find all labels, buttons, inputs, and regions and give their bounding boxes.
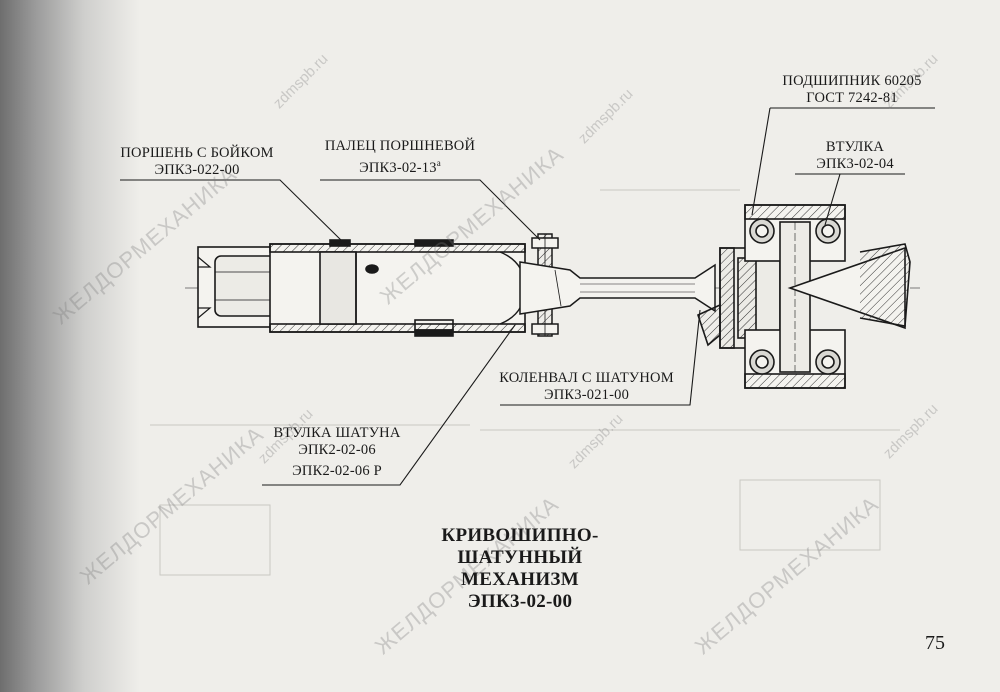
label-piston-pin: ПАЛЕЦ ПОРШНЕВОЙ ЭПК3-02-13а <box>315 138 485 177</box>
diagram-title: КРИВОШИПНО- ШАТУННЫЙ МЕХАНИЗМ ЭПК3-02-00 <box>400 525 640 613</box>
label-sleeve: ВТУЛКА ЭПК3-02-04 <box>800 139 910 173</box>
leader-lines <box>120 107 935 486</box>
label-rod-sleeve: ВТУЛКА ШАТУНА ЭПК2-02-06 ЭПК2-02-06 Р <box>262 425 412 480</box>
rod-sleeve-code1: ЭПК2-02-06 <box>298 442 376 458</box>
title-line2: ШАТУННЫЙ <box>457 547 583 568</box>
piston-code: ЭПК3-022-00 <box>154 162 240 178</box>
connecting-rod <box>519 261 716 315</box>
crank-name: КОЛЕНВАЛ С ШАТУНОМ <box>499 370 674 386</box>
crank-assembly <box>697 204 911 389</box>
rod-sleeve-name: ВТУЛКА ШАТУНА <box>273 425 401 441</box>
bearing-standard: ГОСТ 7242-81 <box>806 90 898 106</box>
title-line1: КРИВОШИПНО- <box>441 525 599 546</box>
piston-name: ПОРШЕНЬ С БОЙКОМ <box>120 145 274 161</box>
rod-sleeve-code2: ЭПК2-02-06 Р <box>292 463 382 479</box>
sleeve-code: ЭПК3-02-04 <box>816 156 894 172</box>
label-crankshaft: КОЛЕНВАЛ С ШАТУНОМ ЭПК3-021-00 <box>484 370 689 404</box>
pin-name: ПАЛЕЦ ПОРШНЕВОЙ <box>324 138 476 154</box>
title-line3: МЕХАНИЗМ <box>461 569 579 590</box>
pin-code-superscript: а <box>436 158 441 168</box>
bearing-name: ПОДШИПНИК 60205 <box>782 73 922 89</box>
scan-edge-shadow <box>0 0 140 692</box>
sleeve-name: ВТУЛКА <box>825 139 885 155</box>
label-bearing: ПОДШИПНИК 60205 ГОСТ 7242-81 <box>762 73 942 107</box>
piston <box>197 239 526 337</box>
bleed-through <box>150 189 900 576</box>
label-piston: ПОРШЕНЬ С БОЙКОМ ЭПК3-022-00 <box>112 145 282 179</box>
page-number: 75 <box>925 632 945 654</box>
pin-code: ЭПК3-02-13 <box>359 159 437 176</box>
crank-code: ЭПК3-021-00 <box>543 387 630 403</box>
title-line4: ЭПК3-02-00 <box>467 591 573 612</box>
